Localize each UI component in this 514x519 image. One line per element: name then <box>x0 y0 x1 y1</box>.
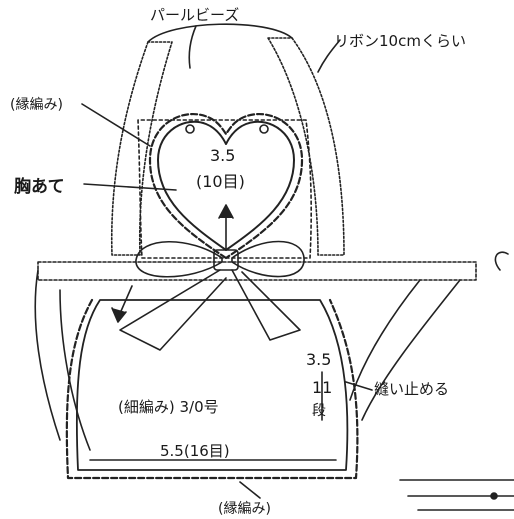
label-pearl-beads: パールビーズ <box>150 6 240 24</box>
heart-outline <box>157 120 295 251</box>
bow-left-tail <box>119 269 227 351</box>
right-strap <box>267 37 345 256</box>
strap-arrow-head <box>111 307 127 323</box>
waistband <box>37 261 477 281</box>
right-tie <box>349 279 461 421</box>
label-side-rows-unit: 段 <box>312 403 326 419</box>
label-heart-width: 3.5 <box>210 146 236 165</box>
side-fragment <box>494 251 509 271</box>
bottom-right-dot <box>490 492 498 500</box>
label-sew-fasten: 縫い止める <box>374 380 450 398</box>
label-edge-stitch-bottom: (縁編み) <box>218 501 271 517</box>
label-bottom-width: 5.5(16目) <box>160 442 230 460</box>
button-hole-left <box>185 124 195 134</box>
skirt-edge-scallop <box>65 298 359 480</box>
leader-pearl <box>188 25 197 69</box>
leader-edge-bottom <box>239 481 261 499</box>
button-hole-right <box>259 124 269 134</box>
bow-right-loop <box>231 240 305 278</box>
heart-scallop <box>148 113 304 260</box>
leader-edge <box>81 103 151 147</box>
bow-right-tail <box>231 269 301 341</box>
bib-panel <box>137 119 312 259</box>
label-heart-stitches: (10目) <box>196 172 245 191</box>
left-tie <box>34 269 91 451</box>
strap-top <box>147 23 293 43</box>
skirt-panel <box>75 299 349 471</box>
leader-bib <box>83 183 177 191</box>
left-strap <box>110 41 173 256</box>
label-ribbon: リボン10cmくらい <box>334 32 466 50</box>
leader-ribbon <box>317 39 341 73</box>
label-body-stitch: (細編み) 3/0号 <box>118 398 219 416</box>
bow-left-loop <box>135 241 223 278</box>
label-edge-stitch-top: (縁編み) <box>10 97 63 113</box>
bib-arrow-head <box>218 204 234 219</box>
leader-sew <box>345 381 373 391</box>
label-side-rows-num: 11 <box>312 378 333 397</box>
label-bib: 胸あて <box>14 177 65 197</box>
label-side-height: 3.5 <box>306 350 332 369</box>
